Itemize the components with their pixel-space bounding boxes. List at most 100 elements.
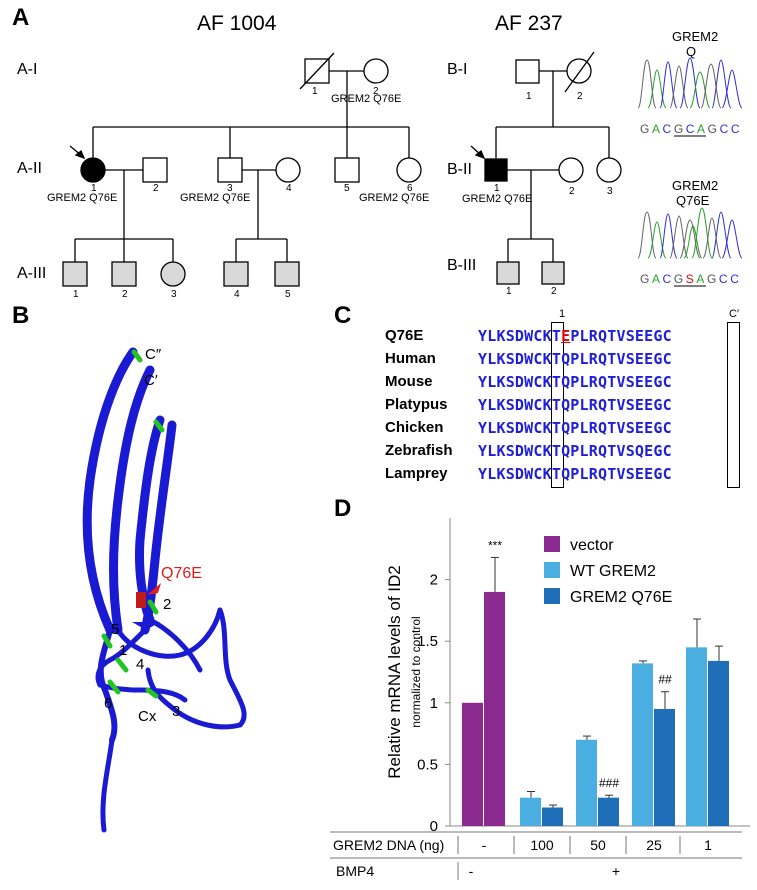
table-cell: 25 <box>646 837 662 853</box>
chromatogram-bases-wt: GACGCAGCC <box>640 122 743 136</box>
gen-label: A-II <box>17 160 42 177</box>
table-cell: - <box>469 863 474 879</box>
legend-label: WT GREM2 <box>570 563 656 580</box>
bar <box>462 702 483 826</box>
pedigree-number: 1 <box>526 91 532 102</box>
pedigree-number: 2 <box>551 286 557 297</box>
bar <box>708 660 729 826</box>
significance-label: ## <box>658 673 672 687</box>
pedigree-number: 3 <box>227 183 233 194</box>
y-tick-label: 0 <box>430 818 438 835</box>
species-name: Chicken <box>385 419 444 436</box>
pedigree-number: 1 <box>506 286 512 297</box>
pedigree-number: 5 <box>285 289 291 300</box>
mutation-annotation: GREM2 Q76E <box>462 193 533 205</box>
legend-swatch <box>544 562 560 578</box>
pedigree-number: 1 <box>312 86 318 97</box>
gen-label: B-II <box>447 161 472 178</box>
pedigree-number: 4 <box>286 183 292 194</box>
bar <box>632 663 653 826</box>
sequence-row: YLKSDWCKTQPLRQTVSEEGC <box>478 350 672 368</box>
chromatogram-bases-mut: GACGSAGCC <box>640 272 742 286</box>
bar <box>542 807 563 826</box>
pedigree-a-i2-female <box>363 58 389 84</box>
significance-label: ### <box>599 776 619 790</box>
panel-label-a: A <box>12 4 30 31</box>
pedigree-a-ii1-affected-female <box>80 157 106 183</box>
panel-label-b: B <box>12 302 30 329</box>
pedigree-number: 3 <box>607 186 613 197</box>
table-cell: 100 <box>530 837 554 853</box>
table-cell: - <box>482 837 487 853</box>
pedigree-figure <box>62 51 743 287</box>
pedigree-a-title: AF 1004 <box>197 12 277 35</box>
gen-label: B-I <box>447 61 468 78</box>
structure-label: 2 <box>163 596 172 613</box>
pedigree-number: 1 <box>91 183 97 194</box>
sequence-q76e: YLKSDWCKTEPLRQTVSEEGC <box>478 327 672 345</box>
structure-label: 6 <box>104 695 113 712</box>
structure-label: 3 <box>172 703 181 720</box>
alignment-box <box>727 322 740 488</box>
alignment-box <box>551 322 564 488</box>
pedigree-number: 3 <box>171 289 177 300</box>
structure-label: C′ <box>144 372 158 389</box>
species-name: Zebrafish <box>385 442 453 459</box>
structure-label: 5 <box>111 621 120 638</box>
structure-label: 1 <box>119 642 128 659</box>
alignment-marker: C′ <box>729 308 740 320</box>
gen-label: B-III <box>447 257 477 274</box>
bar <box>598 797 619 826</box>
bar <box>686 647 707 826</box>
mutation-annotation: GREM2 Q76E <box>47 192 118 204</box>
legend-label: GREM2 Q76E <box>570 589 672 606</box>
table-row-label: BMP4 <box>336 863 374 879</box>
sequence-row: YLKSDWCKTQPLRQTVSEEGC <box>478 396 672 414</box>
pedigree-number: 1 <box>494 183 500 194</box>
sequence-row: YLKSDWCKTQPLRQTVSEEGC <box>478 465 672 483</box>
pedigree-number: 1 <box>73 289 79 300</box>
species-name: Platypus <box>385 396 448 413</box>
bar <box>576 739 597 826</box>
y-tick-label: 2 <box>430 572 438 589</box>
table-row-label: GREM2 DNA (ng) <box>333 837 444 853</box>
mutation-annotation: GREM2 Q76E <box>359 192 430 204</box>
chromatogram-subtitle: Q76E <box>676 193 710 208</box>
pedigree-number: 4 <box>234 289 240 300</box>
bar <box>520 797 541 826</box>
pedigree-number: 5 <box>344 183 350 194</box>
table-cell: 1 <box>704 837 712 853</box>
alignment-marker: 1 <box>559 308 566 320</box>
mutation-annotation: GREM2 Q76E <box>180 192 251 204</box>
significance-label: *** <box>488 538 502 552</box>
species-name: Human <box>385 350 436 367</box>
y-axis-sublabel: normalized to control <box>409 616 423 727</box>
species-name: Mouse <box>385 373 433 390</box>
legend-label: vector <box>570 537 614 554</box>
pedigree-number: 2 <box>122 289 128 300</box>
legend-swatch <box>544 588 560 604</box>
y-axis-label: Relative mRNA levels of ID2 <box>385 565 404 779</box>
structure-label: Cx <box>138 708 157 725</box>
pedigree-number: 2 <box>577 91 583 102</box>
protein-structure <box>82 347 247 833</box>
chromatogram-title: GREM2 <box>672 178 719 193</box>
pedigree-number: 2 <box>153 183 159 194</box>
species-name: Q76E <box>385 327 424 344</box>
structure-label: 4 <box>136 656 145 673</box>
table-cell: + <box>612 863 620 879</box>
gen-label: A-III <box>17 265 47 282</box>
q76e-label: Q76E <box>161 565 202 582</box>
y-tick-label: 1 <box>430 695 438 712</box>
sequence-row: YLKSDWCKTQPLRQTVSEEGC <box>478 419 672 437</box>
sequence-row: YLKSDWCKTQPLRQTVSEEGC <box>478 373 672 391</box>
bar <box>484 591 505 826</box>
panel-label-d: D <box>334 495 352 522</box>
sequence-row: YLKSDWCKTQPLRQTVSQEGC <box>478 442 672 460</box>
q76e-arrow-icon <box>147 583 161 595</box>
mutation-annotation: GREM2 Q76E <box>331 93 402 105</box>
species-name: Lamprey <box>385 465 448 482</box>
pedigree-b-title: AF 237 <box>495 12 563 35</box>
pedigree-number: 2 <box>569 186 575 197</box>
